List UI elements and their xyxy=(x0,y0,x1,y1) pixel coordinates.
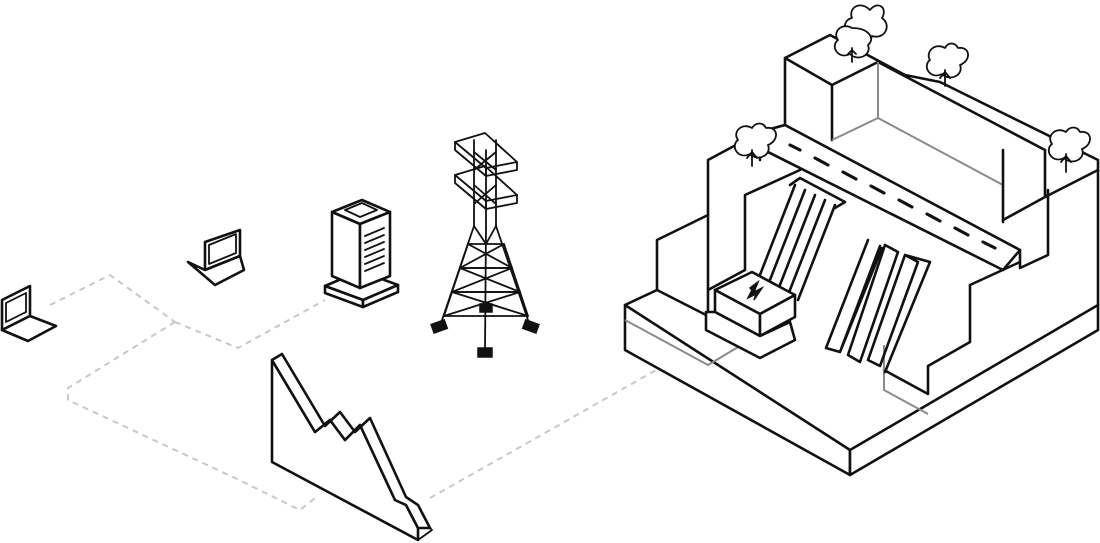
laptop-icon xyxy=(0,284,58,343)
zigzag-chart-icon xyxy=(270,352,433,542)
connector-laptop1-chart xyxy=(67,321,316,512)
connector-laptop2-server xyxy=(174,299,326,350)
connector-chart-dam xyxy=(429,364,666,499)
laptop-icon xyxy=(186,228,246,287)
network-connectors xyxy=(49,273,666,512)
tree-icon xyxy=(733,122,777,167)
tree-icon xyxy=(925,42,969,87)
server-tower-icon xyxy=(323,198,400,309)
connector-laptop1-laptop2 xyxy=(49,273,176,323)
hydroelectric-dam-icon xyxy=(623,4,1100,477)
tree-icon xyxy=(833,4,888,63)
transmission-tower-icon xyxy=(430,132,540,358)
tree-icon xyxy=(1047,126,1091,173)
